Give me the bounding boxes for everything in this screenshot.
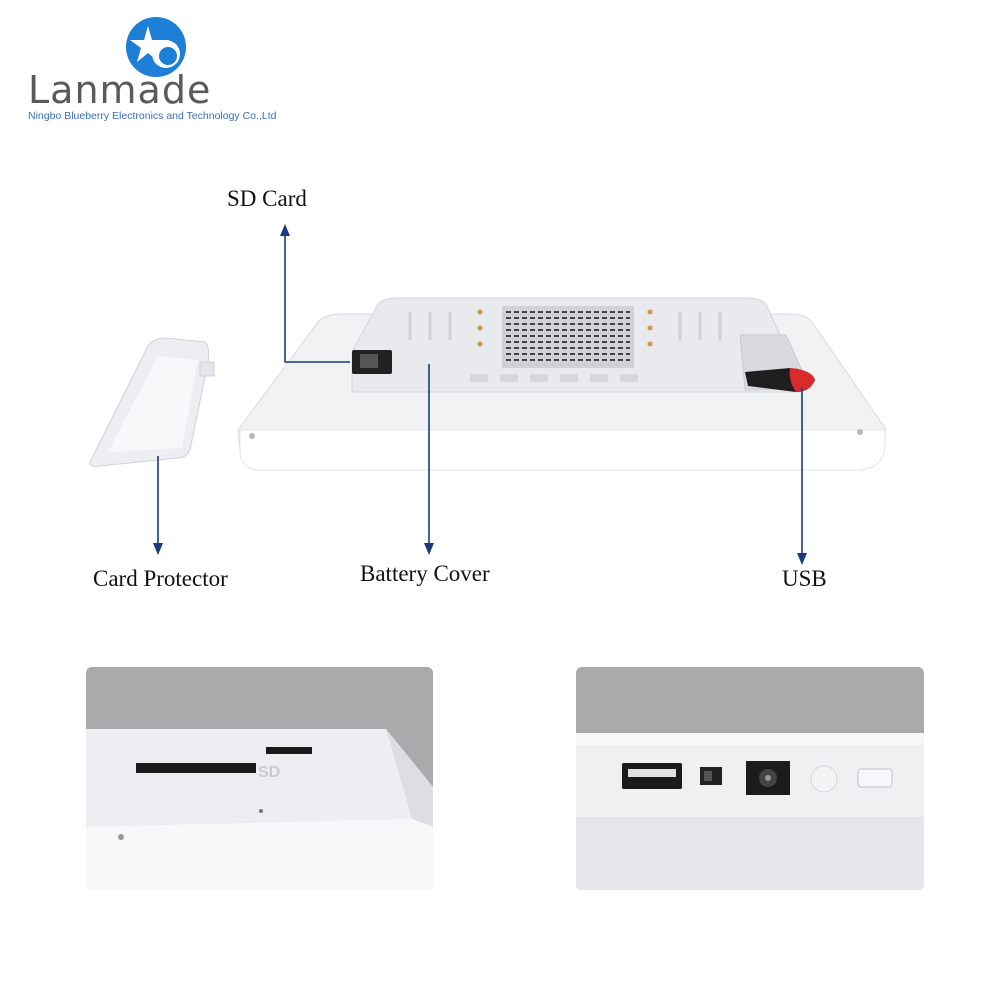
arrow-down-icon [797,553,807,565]
star-logo-icon [126,17,186,77]
button-hole-icon [810,765,838,793]
ports-detail-photo [576,667,924,890]
usb-port-icon [622,763,682,789]
card-protector-label: Card Protector [93,566,228,591]
sd-slot-text: SD [258,764,280,781]
arrow-up-icon [280,224,290,236]
sd-card-label: SD Card [227,186,307,211]
dc-jack-icon [746,761,790,795]
sd-card-slot [352,350,392,374]
battery-cover-label: Battery Cover [360,561,490,586]
usb-label: USB [782,566,827,591]
callout-arrows [157,230,803,558]
brand-logo: Lanmade Ningbo Blueberry Electronics and… [28,12,288,122]
arrow-down-icon [424,543,434,555]
card-protector-part [89,337,215,467]
brand-name: Lanmade [28,68,212,112]
arrow-down-icon [153,543,163,555]
mini-usb-port-icon [857,768,893,788]
device-back-view [89,224,887,565]
power-switch-icon [700,767,722,785]
company-name: Ningbo Blueberry Electronics and Technol… [28,110,277,122]
sd-slot-detail-photo: SD [86,667,433,890]
usb-tab [739,334,815,392]
